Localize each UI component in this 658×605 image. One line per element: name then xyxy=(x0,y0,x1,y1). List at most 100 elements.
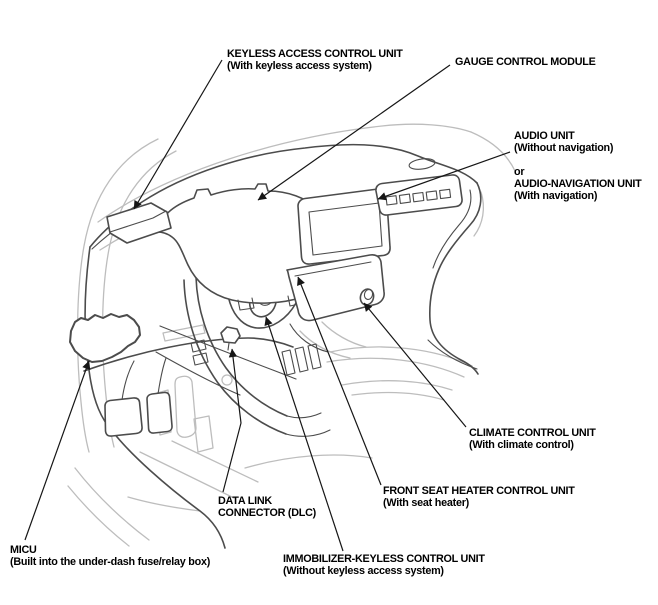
label-line: CONNECTOR (DLC) xyxy=(218,507,317,519)
control-panel-inner-line xyxy=(294,261,372,277)
steering-rim-bottom xyxy=(285,429,331,437)
steering-rim-inner xyxy=(195,276,288,417)
seat-heater-leader-line xyxy=(297,276,382,486)
label-front-seat-heater-control-unit: FRONT SEAT HEATER CONTROL UNIT (With sea… xyxy=(383,485,575,509)
climate-leader-line xyxy=(363,302,467,428)
vent-slat xyxy=(439,188,452,200)
label-line: DATA LINK xyxy=(218,495,272,507)
label-line: (Built into the under-dash fuse/relay bo… xyxy=(10,556,211,568)
control-panel-outline xyxy=(286,254,385,322)
audio-leader-line xyxy=(377,151,511,201)
audio-display-shape xyxy=(297,188,391,265)
vent-slat xyxy=(398,193,411,204)
vent-slat xyxy=(425,190,438,201)
steering-wheel-shape xyxy=(183,276,331,437)
pedals-shape xyxy=(104,357,173,437)
bolster-lower-line xyxy=(155,351,241,396)
center-stack-shape xyxy=(190,339,322,376)
stack-slat xyxy=(294,346,309,373)
control-knob-inner xyxy=(363,289,374,300)
dlc-connector-shape xyxy=(220,326,241,351)
footwell-detail xyxy=(221,374,233,386)
stack-slat xyxy=(281,349,296,376)
label-line: (With navigation) xyxy=(514,190,598,202)
dash-switch xyxy=(190,339,207,353)
console-line xyxy=(341,380,453,391)
shifter-line xyxy=(321,321,367,348)
shifter-line xyxy=(299,330,351,359)
bolster-vent-line xyxy=(162,324,206,342)
console-line xyxy=(326,357,465,378)
steering-rim-bottom-inner xyxy=(286,412,322,419)
brake-pedal xyxy=(104,397,143,437)
pedal xyxy=(146,391,173,434)
label-line: GAUGE CONTROL MODULE xyxy=(455,56,596,68)
label-audio-unit: AUDIO UNIT (Without navigation) or AUDIO… xyxy=(514,130,642,202)
floor-line xyxy=(74,467,150,541)
pedal-arm xyxy=(157,357,167,395)
heater-panel-shape xyxy=(286,254,385,322)
keyless-leader-line xyxy=(133,59,223,210)
fuse-box-shape xyxy=(69,313,141,363)
dlc-body xyxy=(220,326,241,344)
pedal-arm xyxy=(121,360,135,401)
steering-rim-outer xyxy=(183,279,287,435)
shifter-boot-line xyxy=(289,323,329,353)
body-frame-light-lines xyxy=(67,123,516,547)
label-line: (Without navigation) xyxy=(514,142,614,154)
dlc-leader-line xyxy=(222,348,242,493)
micu-leader-line xyxy=(24,360,91,541)
keyless-unit-shape xyxy=(106,202,172,244)
label-climate-control-unit: CLIMATE CONTROL UNIT (With climate contr… xyxy=(469,427,596,451)
dash-end-outer-edge xyxy=(429,182,482,375)
dash-end-inner-edge xyxy=(432,189,472,269)
label-keyless-access-control-unit: KEYLESS ACCESS CONTROL UNIT (With keyles… xyxy=(227,48,403,72)
label-immobilizer-keyless-control-unit: IMMOBILIZER-KEYLESS CONTROL UNIT (Withou… xyxy=(283,553,485,577)
stack-slat xyxy=(307,343,322,370)
label-line: AUDIO UNIT xyxy=(514,130,575,142)
immobilizer-leader-line xyxy=(264,316,344,552)
windshield-right-edge-line xyxy=(470,131,516,172)
label-line: KEYLESS ACCESS CONTROL UNIT xyxy=(227,48,403,60)
console-line xyxy=(244,454,373,469)
vent-slat xyxy=(385,195,398,206)
vent-grille-shape xyxy=(375,174,463,216)
label-data-link-connector: DATA LINK CONNECTOR (DLC) xyxy=(218,495,316,519)
footwell-panel-line xyxy=(174,375,197,438)
label-line: MICU xyxy=(10,544,37,556)
windshield-sill-line xyxy=(97,123,472,223)
label-line: or xyxy=(514,166,525,178)
label-line: (With keyless access system) xyxy=(227,60,372,72)
console-line xyxy=(351,391,445,401)
under-console-line xyxy=(127,496,201,512)
label-line: IMMOBILIZER-KEYLESS CONTROL UNIT xyxy=(283,553,485,565)
label-micu: MICU (Built into the under-dash fuse/rel… xyxy=(10,544,210,568)
lower-trim-line xyxy=(159,325,297,380)
dash-switch xyxy=(192,352,209,366)
label-line: AUDIO-NAVIGATION UNIT xyxy=(514,178,642,190)
vent-strip-outline xyxy=(375,174,463,216)
accelerator-pedal-outline xyxy=(193,415,214,453)
display-screen-inner xyxy=(308,202,383,256)
label-line: (Without keyless access system) xyxy=(283,565,444,577)
tweeter-grille xyxy=(408,158,436,170)
dlc-tail xyxy=(227,342,230,351)
label-line: FRONT SEAT HEATER CONTROL UNIT xyxy=(383,485,575,497)
console-dark-swoosh xyxy=(427,339,478,370)
floor-line xyxy=(139,451,235,499)
label-line: CLIMATE CONTROL UNIT xyxy=(469,427,596,439)
vent-slat xyxy=(412,191,425,203)
floor-line xyxy=(171,440,259,483)
gauge-leader-line xyxy=(257,64,451,201)
display-unit-outline xyxy=(297,188,391,265)
keyless-unit-edge xyxy=(109,210,167,233)
label-line: (With climate control) xyxy=(469,439,574,451)
label-gauge-control-module: GAUGE CONTROL MODULE xyxy=(455,56,596,68)
leader-lines xyxy=(24,59,511,552)
floor-line xyxy=(67,485,130,547)
console-line xyxy=(329,346,473,367)
cluster-mount-tab xyxy=(237,297,255,311)
label-line: (With seat heater) xyxy=(383,497,469,509)
